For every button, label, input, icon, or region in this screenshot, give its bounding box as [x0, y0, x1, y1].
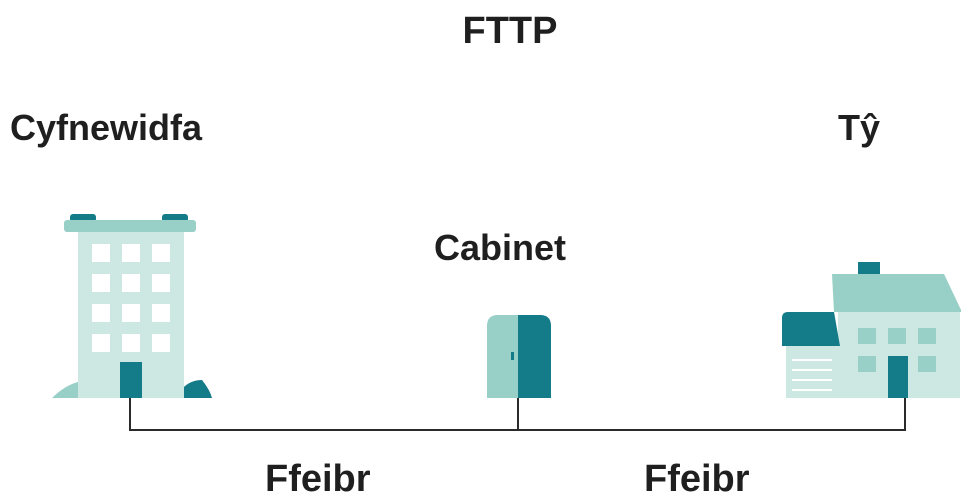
fibre-connection-lines	[129, 398, 906, 431]
cabinet-label: Cabinet	[434, 227, 567, 268]
street-cabinet-icon	[487, 315, 551, 398]
fibre-line-cabinet-house	[518, 398, 906, 431]
fibre-line-exchange-cabinet	[129, 398, 519, 431]
exchange-label: Cyfnewidfa	[10, 107, 203, 148]
diagram-title: FTTP	[462, 10, 558, 52]
house-icon	[782, 262, 961, 398]
office-building-icon	[52, 214, 212, 398]
fibre-label-cabinet-house: Ffeibr	[644, 458, 750, 500]
house-label: Tŷ	[838, 107, 881, 148]
fibre-label-exchange-cabinet: Ffeibr	[265, 458, 371, 500]
